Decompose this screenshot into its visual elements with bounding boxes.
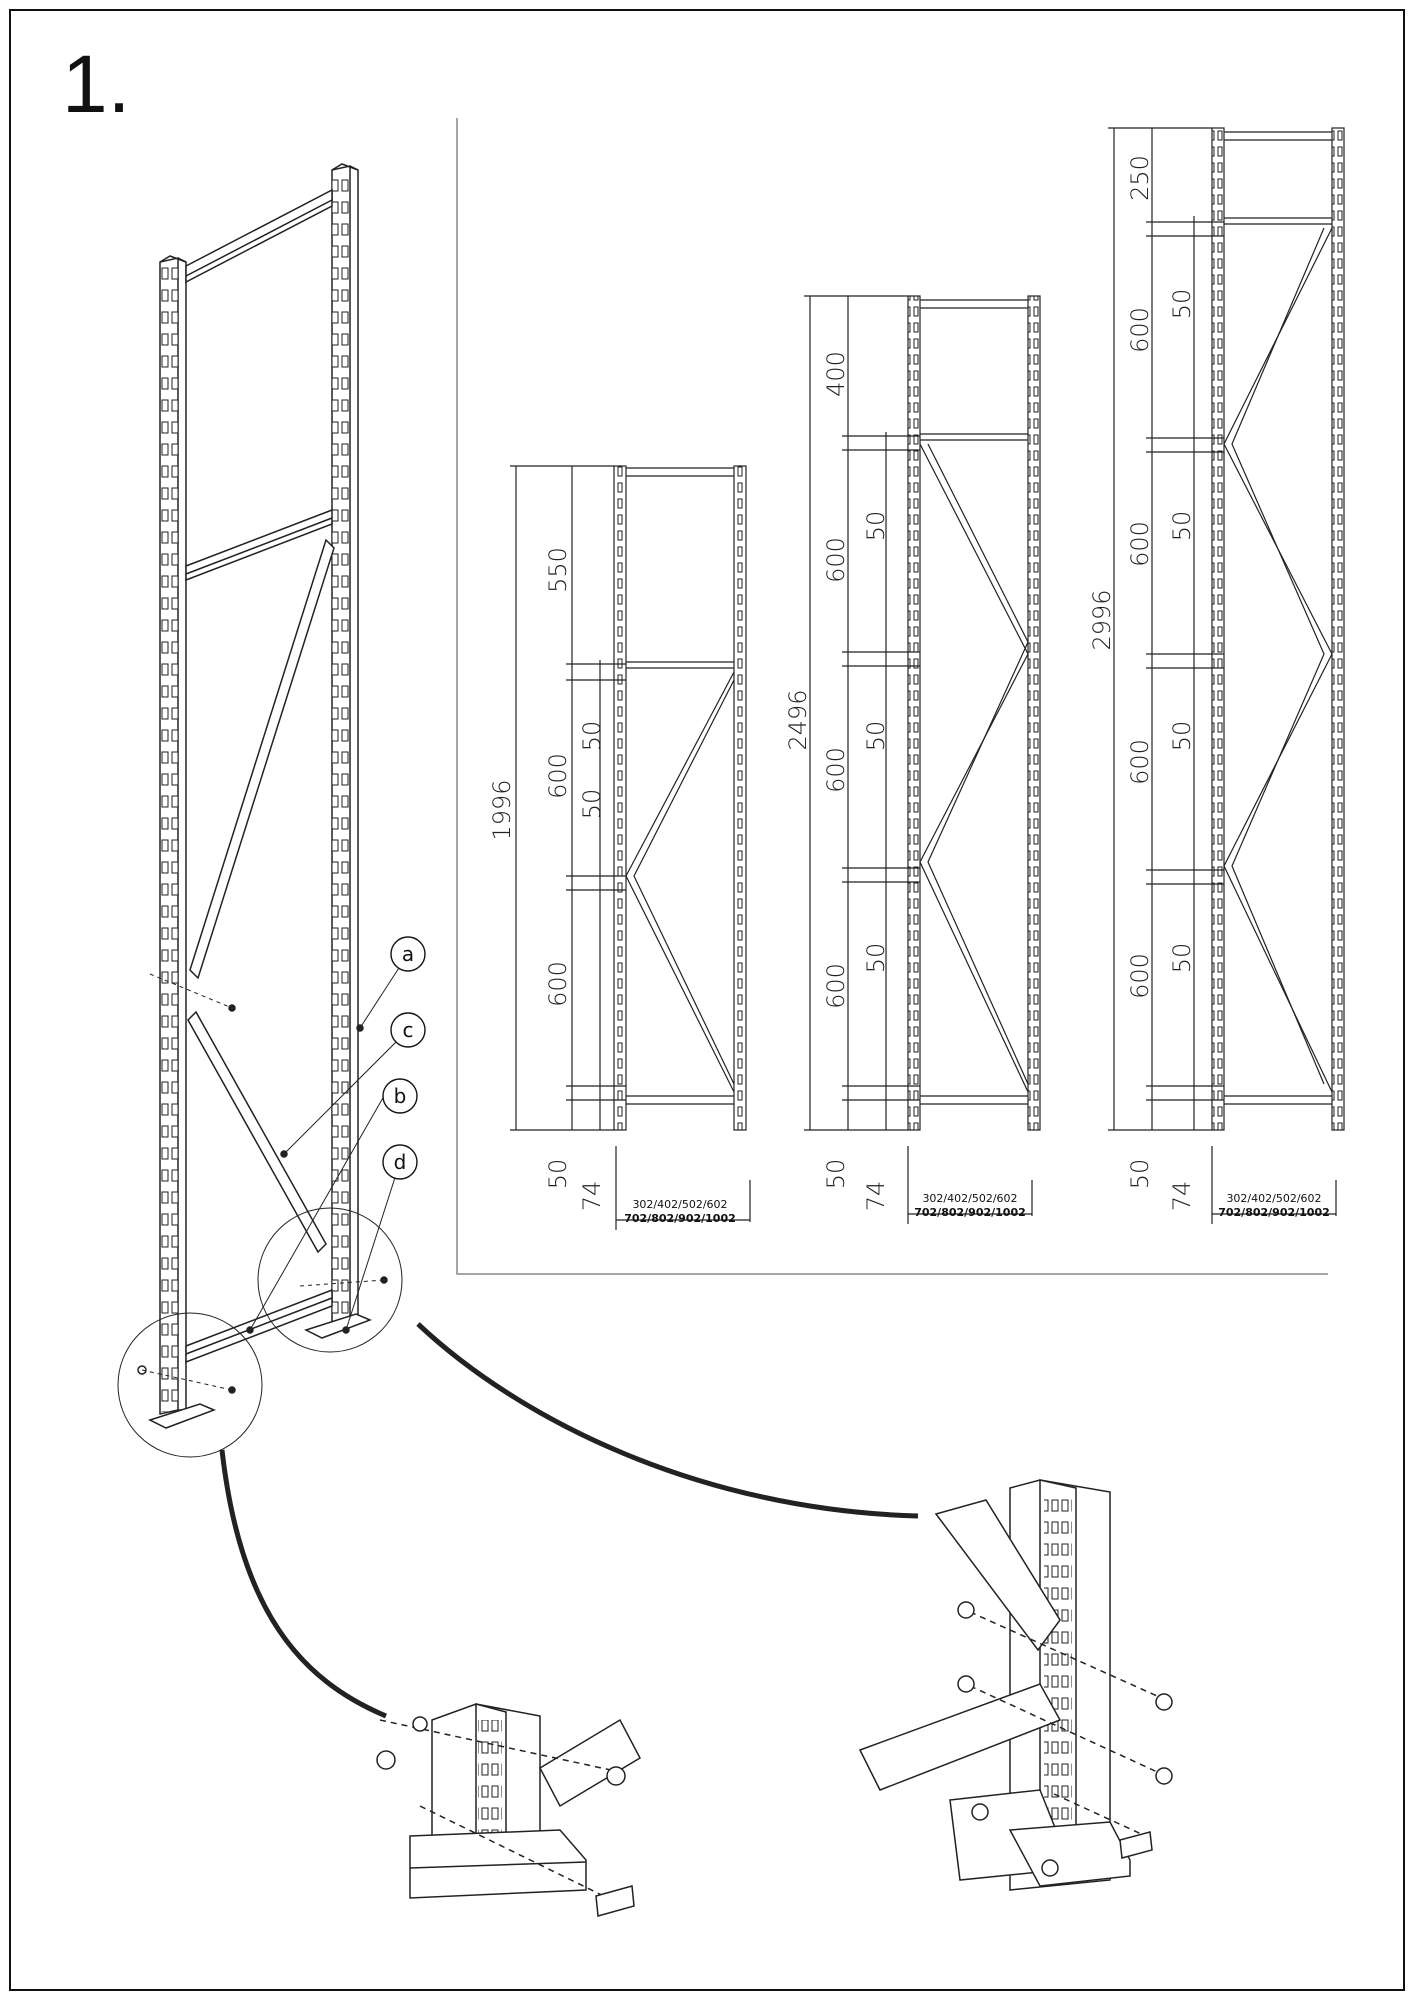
spacing-label: 600 bbox=[1126, 521, 1154, 567]
gap-label: 50 bbox=[862, 511, 890, 542]
part-label-b bbox=[382, 1078, 418, 1114]
gap-label: 50 bbox=[1168, 289, 1196, 320]
elevation-frame-2496 bbox=[804, 295, 1041, 1224]
spacing-label: 550 bbox=[544, 547, 572, 593]
elevation-frame-2996 bbox=[1108, 127, 1345, 1224]
foot-offset-label: 74 bbox=[862, 1181, 890, 1212]
spacing-label: 600 bbox=[822, 747, 850, 793]
foot-offset-label: 74 bbox=[578, 1181, 606, 1212]
part-label-b-text: b bbox=[394, 1084, 407, 1108]
part-label-c-text: c bbox=[403, 1018, 414, 1042]
isometric-frame bbox=[117, 163, 919, 1719]
part-label-a-text: a bbox=[402, 942, 414, 966]
part-label-d bbox=[382, 1144, 418, 1180]
foot-offset-label: 74 bbox=[1168, 1181, 1196, 1212]
spacing-label: 600 bbox=[822, 537, 850, 583]
gap-label: 50 bbox=[1168, 511, 1196, 542]
gap-label: 50 bbox=[862, 721, 890, 752]
spacing-label: 600 bbox=[1126, 953, 1154, 999]
depths-top-label: 302/402/502/602 bbox=[922, 1192, 1017, 1205]
detail-view-left bbox=[376, 1703, 641, 1917]
elevation-frame-1996 bbox=[510, 465, 751, 1230]
gap-label: 50 bbox=[862, 943, 890, 974]
depths-top-label: 302/402/502/602 bbox=[632, 1198, 727, 1211]
spacing-label: 600 bbox=[822, 963, 850, 1009]
gap-label: 50 bbox=[1168, 721, 1196, 752]
frame-height-label: 1996 bbox=[488, 779, 516, 840]
spacing-label: 600 bbox=[1126, 307, 1154, 353]
spacing-label: 600 bbox=[544, 753, 572, 799]
depths-bottom-label: 702/802/902/1002 bbox=[624, 1212, 736, 1225]
step-number: 1. bbox=[62, 39, 131, 130]
gap-label: 50 bbox=[578, 789, 606, 820]
part-label-d-text: d bbox=[394, 1150, 407, 1174]
part-label-c bbox=[390, 1012, 426, 1048]
part-labels bbox=[382, 936, 426, 1180]
depths-bottom-label: 702/802/902/1002 bbox=[914, 1206, 1026, 1219]
views-frame bbox=[456, 118, 1328, 1275]
spacing-label: 400 bbox=[822, 351, 850, 397]
depths-top-label: 302/402/502/602 bbox=[1226, 1192, 1321, 1205]
frame-height-label: 2996 bbox=[1088, 589, 1116, 650]
detail-view-right bbox=[858, 1479, 1173, 1891]
page-border bbox=[9, 9, 1405, 1991]
gap-label: 50 bbox=[1168, 943, 1196, 974]
frame-height-label: 2496 bbox=[784, 689, 812, 750]
spacing-label: 600 bbox=[1126, 739, 1154, 785]
part-label-a bbox=[390, 936, 426, 972]
bottom-offset-label: 50 bbox=[1126, 1159, 1154, 1190]
spacing-label: 600 bbox=[544, 961, 572, 1007]
depths-bottom-label: 702/802/902/1002 bbox=[1218, 1206, 1330, 1219]
bottom-offset-label: 50 bbox=[544, 1159, 572, 1190]
spacing-label: 250 bbox=[1126, 155, 1154, 201]
bottom-offset-label: 50 bbox=[822, 1159, 850, 1190]
gap-label: 50 bbox=[578, 721, 606, 752]
